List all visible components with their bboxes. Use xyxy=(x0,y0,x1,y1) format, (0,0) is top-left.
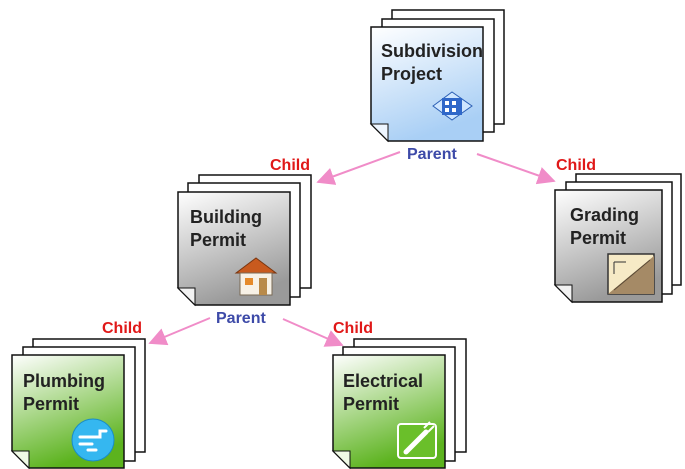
plumbing-title-line2: Permit xyxy=(23,394,79,414)
connector-building-to-electrical xyxy=(282,318,344,347)
grading-title-line1: Grading xyxy=(570,205,639,225)
plug-icon xyxy=(397,421,437,459)
slope-terrain-icon xyxy=(607,253,655,295)
connector-building-to-plumbing xyxy=(148,317,211,346)
grading-title-line2: Permit xyxy=(570,228,626,248)
subdivision-title-line2: Project xyxy=(381,64,442,84)
subdivision-project-node: Subdivision Project xyxy=(369,9,505,143)
building-title-line1: Building xyxy=(190,207,262,227)
connector-subdivision-to-grading xyxy=(476,153,556,185)
parent-label-mid: Parent xyxy=(216,310,266,327)
child-label-left-bottom: Child xyxy=(102,320,142,337)
child-label-left-top: Child xyxy=(270,157,310,174)
grading-permit-node: Grading Permit xyxy=(553,173,682,304)
connector-subdivision-to-building xyxy=(316,151,401,185)
child-label-right-top: Child xyxy=(556,157,596,174)
plumbing-permit-node: Plumbing Permit xyxy=(10,338,146,469)
electrical-title-line2: Permit xyxy=(343,394,399,414)
building-icon xyxy=(432,91,473,121)
electrical-title-line1: Electrical xyxy=(343,371,423,391)
building-title-line2: Permit xyxy=(190,230,246,250)
faucet-icon xyxy=(71,418,115,462)
house-icon xyxy=(234,257,278,296)
plumbing-title-line1: Plumbing xyxy=(23,371,105,391)
subdivision-title-line1: Subdivision xyxy=(381,41,483,61)
child-label-right-bottom: Child xyxy=(333,320,373,337)
electrical-permit-node: Electrical Permit xyxy=(331,338,467,469)
building-permit-node: Building Permit xyxy=(176,174,312,307)
parent-label-top: Parent xyxy=(407,146,457,163)
